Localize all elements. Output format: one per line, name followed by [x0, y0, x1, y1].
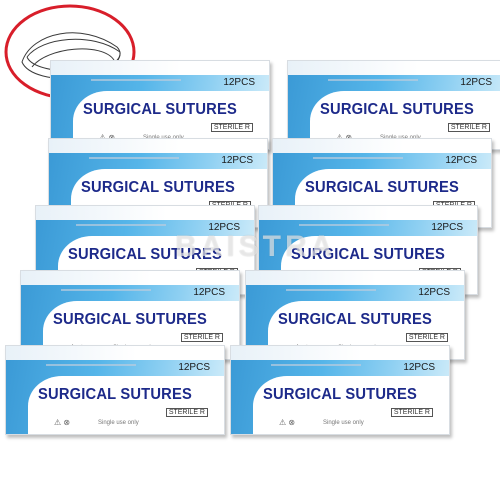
quantity-label: 12PCS [223, 77, 255, 88]
sterile-badge: STERILE R [210, 123, 253, 132]
quantity-label: 12PCS [403, 362, 435, 373]
sterile-badge: STERILE R [180, 333, 223, 342]
box-fine-print [271, 364, 361, 366]
box-fine-print [46, 364, 136, 366]
product-name: SURGICAL SUTURES [305, 179, 459, 196]
quantity-label: 12PCS [178, 362, 210, 373]
box-white-panel [28, 376, 224, 434]
suture-box: 12PCS SURGICAL SUTURES STERILE R ⚠ ⊗ Sin… [230, 345, 450, 435]
watermark: BAISTRA [175, 230, 337, 263]
quantity-label: 12PCS [208, 222, 240, 233]
product-name: SURGICAL SUTURES [263, 386, 417, 403]
product-name: SURGICAL SUTURES [320, 101, 474, 118]
product-name: SURGICAL SUTURES [83, 101, 237, 118]
box-fine-print [299, 224, 389, 226]
quantity-label: 12PCS [460, 77, 492, 88]
box-fine-print [328, 79, 418, 81]
sterile-badge: STERILE R [390, 408, 433, 417]
warning-symbols-icon: ⚠ ⊗ [336, 133, 352, 142]
box-white-panel [253, 376, 449, 434]
box-fine-print [61, 289, 151, 291]
suture-box: 12PCS SURGICAL SUTURES STERILE R ⚠ ⊗ Sin… [287, 60, 500, 150]
warning-symbols-icon: ⚠ ⊗ [279, 418, 296, 427]
box-top-strip [49, 139, 267, 154]
quantity-label: 12PCS [221, 155, 253, 166]
box-top-strip [246, 271, 464, 286]
box-fine-print [91, 79, 181, 81]
warning-symbols-icon: ⚠ ⊗ [54, 418, 71, 427]
box-top-strip [6, 346, 224, 361]
product-name: SURGICAL SUTURES [53, 311, 207, 328]
product-name: SURGICAL SUTURES [38, 386, 192, 403]
sterile-badge: STERILE R [447, 123, 490, 132]
box-top-strip [288, 61, 500, 76]
box-top-strip [259, 206, 477, 221]
suture-box: 12PCS SURGICAL SUTURES STERILE R ⚠ ⊗ Sin… [5, 345, 225, 435]
box-fine-print [89, 157, 179, 159]
warning-symbols-icon: ⚠ ⊗ [99, 133, 115, 142]
box-top-strip [273, 139, 491, 154]
box-top-strip [21, 271, 239, 286]
quantity-label: 12PCS [193, 287, 225, 298]
quantity-label: 12PCS [445, 155, 477, 166]
quantity-label: 12PCS [418, 287, 450, 298]
box-top-strip [36, 206, 254, 221]
product-name: SURGICAL SUTURES [68, 246, 222, 263]
single-use-text: Single use only [323, 420, 364, 426]
box-fine-print [313, 157, 403, 159]
product-name: SURGICAL SUTURES [291, 246, 445, 263]
quantity-label: 12PCS [431, 222, 463, 233]
box-fine-print [76, 224, 166, 226]
box-fine-print [286, 289, 376, 291]
box-top-strip [51, 61, 269, 76]
single-use-text: Single use only [98, 420, 139, 426]
box-top-strip [231, 346, 449, 361]
product-name: SURGICAL SUTURES [81, 179, 235, 196]
product-name: SURGICAL SUTURES [278, 311, 432, 328]
suture-box: 12PCS SURGICAL SUTURES STERILE R ⚠ ⊗ Sin… [50, 60, 270, 150]
sterile-badge: STERILE R [405, 333, 448, 342]
sterile-badge: STERILE R [165, 408, 208, 417]
